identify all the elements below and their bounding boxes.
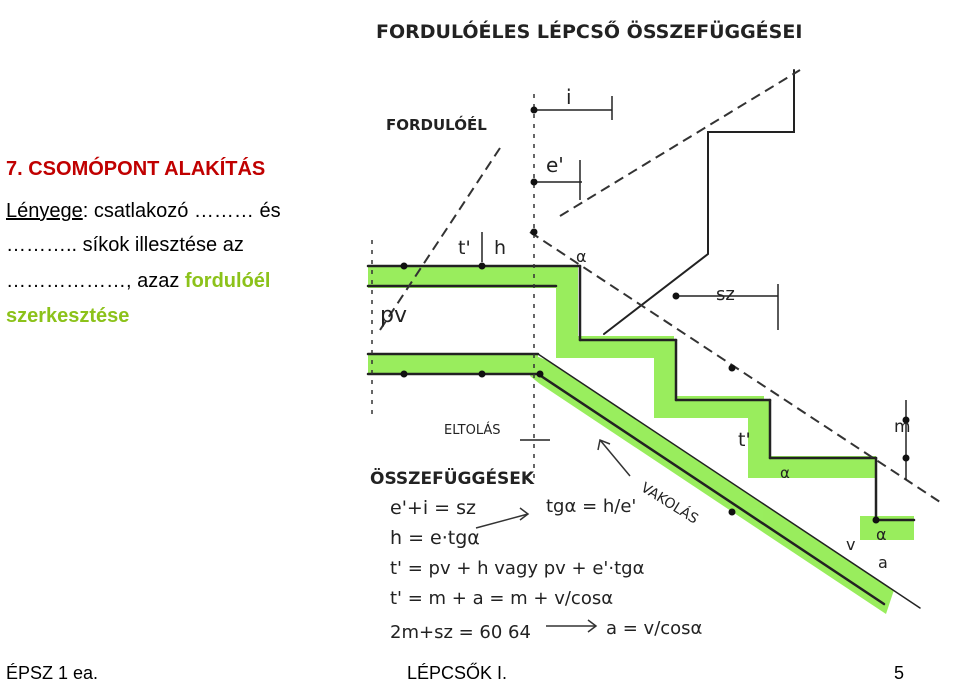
equation-4: t' = m + a = m + v/cosα bbox=[390, 588, 613, 609]
label-pv: pv bbox=[380, 303, 407, 328]
arrows bbox=[475, 438, 631, 633]
equation-a: a = v/cosα bbox=[606, 618, 702, 639]
essence-line: Lényege: csatlakozó ……… és bbox=[6, 200, 281, 223]
tread-1 bbox=[556, 336, 674, 358]
riser-1 bbox=[556, 270, 578, 340]
label-i: i bbox=[566, 85, 572, 109]
label-v: v bbox=[846, 535, 855, 554]
label-fordulo: FORDULÓÉL bbox=[386, 115, 487, 134]
diagram-labels: FORDULÓÉLES LÉPCSŐ ÖSSZEFÜGGÉSEI FORDULÓ… bbox=[370, 19, 911, 643]
label-m: m bbox=[894, 417, 911, 437]
label-vakolas: VAKOLÁS bbox=[638, 479, 702, 528]
edge-line-keyword: fordulóél bbox=[184, 270, 271, 292]
figure-title: FORDULÓÉLES LÉPCSŐ ÖSSZEFÜGGÉSEI bbox=[376, 19, 802, 43]
riser-2 bbox=[654, 340, 676, 406]
edge-line: ………………, azaz fordulóél bbox=[6, 270, 270, 293]
essence-label: Lényege bbox=[6, 200, 83, 222]
planes-line: ……….. síkok illesztése az bbox=[6, 234, 244, 256]
essence-rest: : csatlakozó ……… és bbox=[82, 200, 281, 222]
edge-line-pre: ………………, azaz bbox=[6, 270, 185, 292]
slide-heading: 7. CSOMÓPONT ALAKÍTÁS bbox=[6, 158, 266, 180]
label-e: e' bbox=[546, 153, 564, 177]
construction-line: szerkesztése bbox=[6, 305, 130, 327]
label-eltolas: ELTOLÁS bbox=[444, 422, 501, 438]
label-alpha-2: α bbox=[780, 464, 790, 482]
structure-lines bbox=[366, 69, 921, 609]
label-h: h bbox=[494, 237, 506, 259]
node-dots bbox=[400, 106, 910, 524]
equation-2: h = e·tgα bbox=[390, 527, 480, 549]
tread-3 bbox=[748, 456, 876, 478]
label-alpha-1: α bbox=[576, 247, 587, 266]
footer-course: ÉPSZ 1 ea. bbox=[6, 663, 99, 683]
landing-soffit bbox=[368, 354, 538, 374]
label-a: a bbox=[878, 553, 888, 572]
equation-3: t' = pv + h vagy pv + e'·tgα bbox=[390, 558, 644, 579]
equation-5: 2m+sz = 60 64 bbox=[390, 622, 531, 643]
riser-3 bbox=[748, 400, 770, 466]
section-title: ÖSSZEFÜGGÉSEK bbox=[370, 467, 535, 489]
footer-page-number: 5 bbox=[894, 663, 905, 683]
label-sz: sz bbox=[716, 284, 735, 305]
footer-topic: LÉPCSŐK I. bbox=[407, 663, 508, 683]
tread-2 bbox=[654, 396, 764, 418]
equation-tg: tgα = h/e' bbox=[546, 496, 636, 517]
label-t: t' bbox=[458, 237, 471, 259]
label-t-2: t' bbox=[738, 429, 751, 451]
equation-1: e'+i = sz bbox=[390, 497, 476, 519]
label-alpha-3: α bbox=[876, 525, 887, 544]
landing-floor bbox=[368, 266, 578, 288]
dimension-lines bbox=[481, 96, 907, 480]
